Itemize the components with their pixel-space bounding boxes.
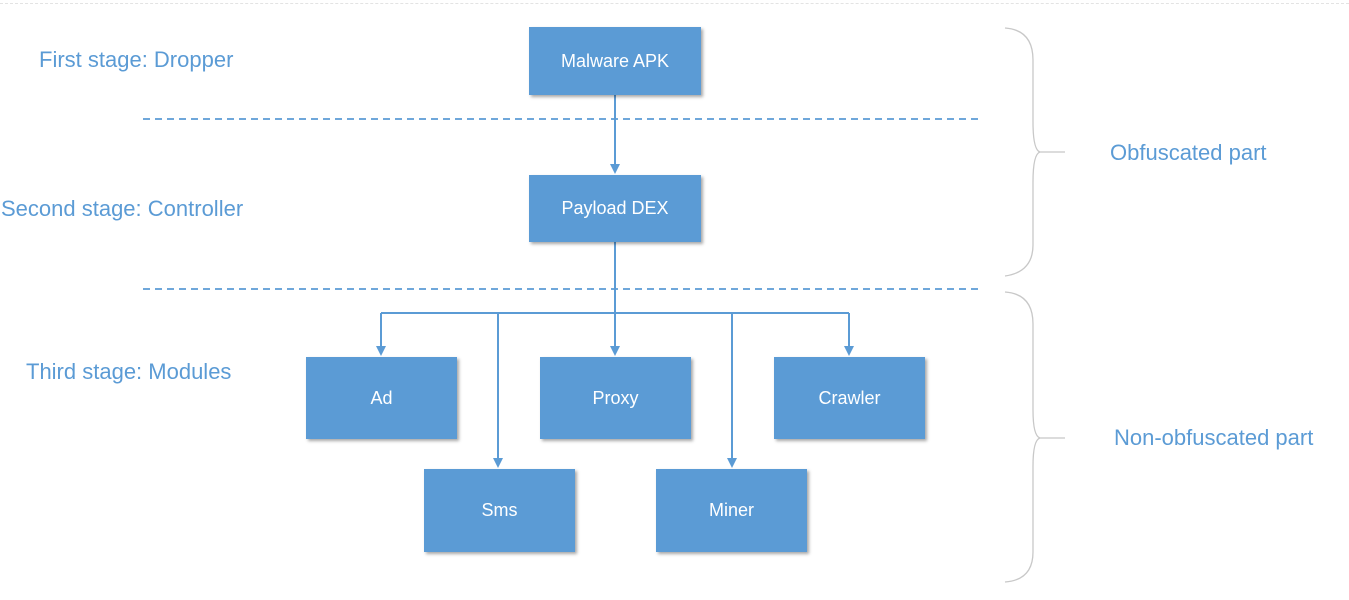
stage-label-second: Second stage: Controller (1, 196, 244, 221)
proxy-module-node: Proxy (540, 357, 691, 439)
crawler-module-label: Crawler (818, 387, 881, 408)
non-obfuscated-brace (1004, 291, 1065, 583)
proxy-module-label: Proxy (592, 387, 639, 408)
malware-apk-label: Malware APK (560, 50, 670, 71)
top-divider (0, 3, 1349, 4)
sms-module-node: Sms (424, 469, 575, 552)
payload-dex-label: Payload DEX (561, 198, 669, 218)
obfuscated-brace (1004, 27, 1065, 277)
sms-module-label: Sms (481, 500, 518, 520)
non-obfuscated-part-label: Non-obfuscated part (1114, 425, 1314, 450)
stage-label-third: Third stage: Modules (26, 359, 232, 384)
malware-apk-node: Malware APK (529, 27, 701, 95)
stage-label-first: First stage: Dropper (39, 47, 234, 72)
ad-module-label: Ad (370, 387, 393, 408)
miner-module-node: Miner (656, 469, 807, 552)
crawler-module-node: Crawler (774, 357, 925, 439)
ad-module-node: Ad (306, 357, 457, 439)
miner-module-label: Miner (708, 500, 754, 520)
payload-dex-node: Payload DEX (529, 175, 701, 242)
obfuscated-part-label: Obfuscated part (1110, 140, 1267, 165)
